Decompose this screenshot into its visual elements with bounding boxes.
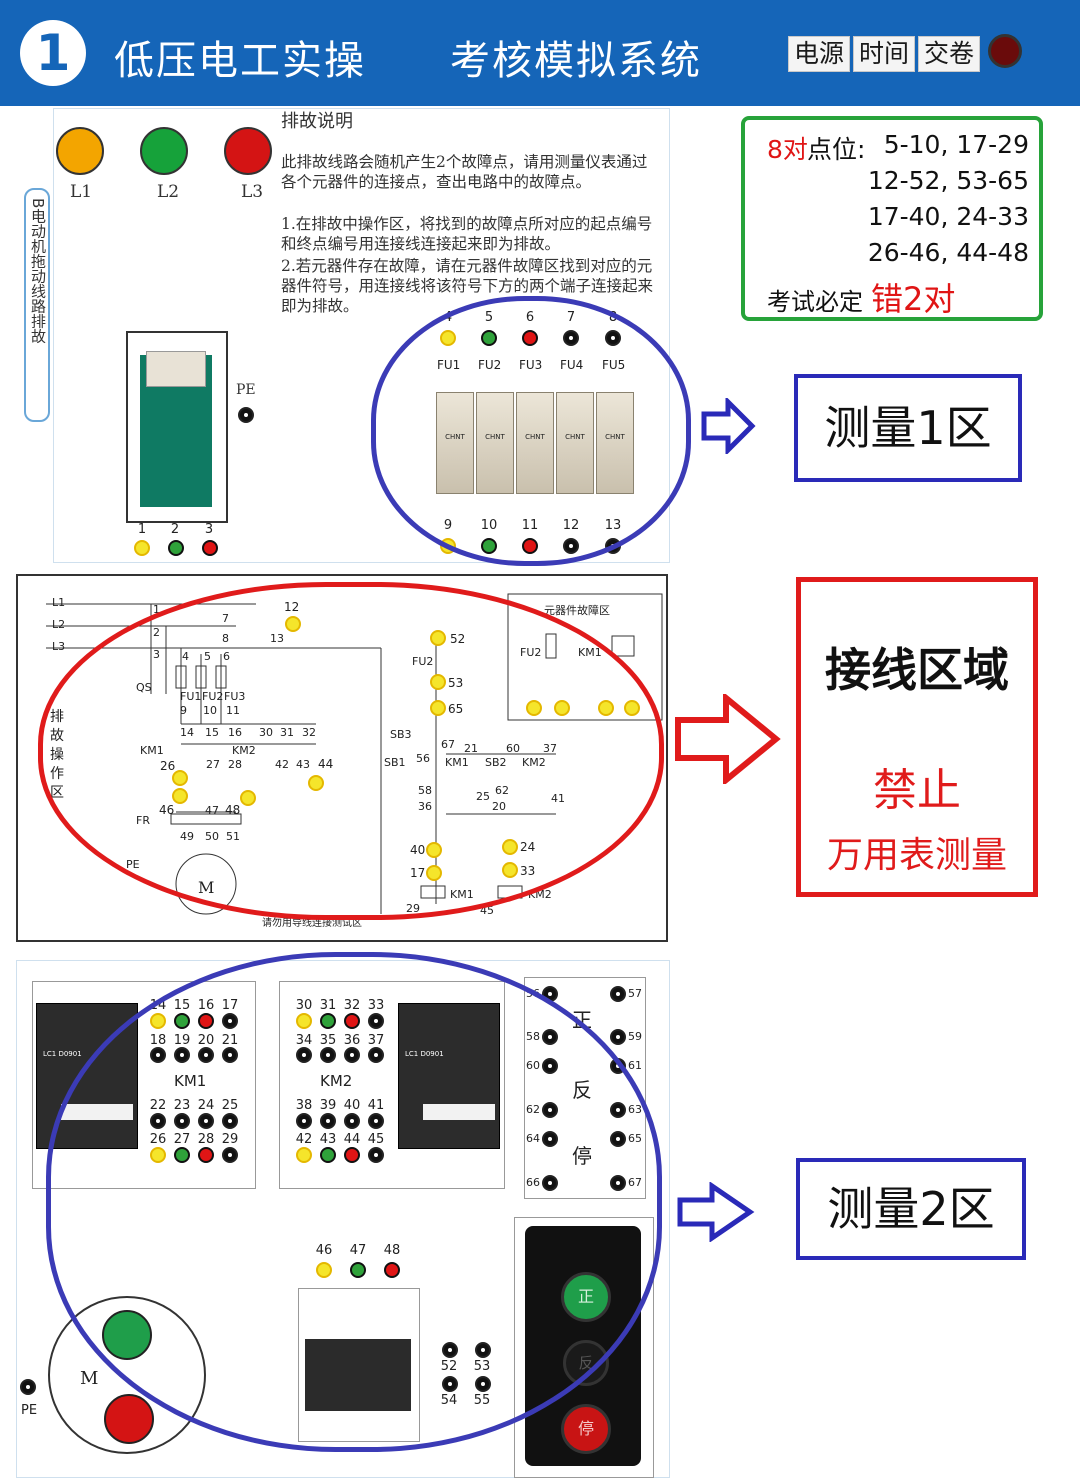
- fault-count: 8对: [767, 135, 808, 164]
- lamp-l1-icon: [56, 127, 104, 175]
- terminal-number: 59: [628, 1030, 642, 1043]
- main-breaker: [126, 331, 228, 523]
- lamp-l2-icon: [140, 127, 188, 175]
- arrow-right-icon: [677, 1182, 755, 1242]
- measure-zone-1-label: 测量1区: [794, 374, 1022, 482]
- motor-terminal-red[interactable]: [104, 1394, 154, 1444]
- wiring-zone-meter: 万用表测量: [826, 835, 1007, 876]
- app-subtitle: 考核模拟系统: [450, 38, 702, 84]
- motor-pe-terminal[interactable]: [20, 1379, 36, 1395]
- terminal-number: 44: [343, 1132, 361, 1147]
- side-tab[interactable]: B电动机拖动线路排故: [24, 188, 50, 422]
- terminal-number: 1: [137, 522, 147, 537]
- schematic-line-label: L2: [52, 618, 66, 631]
- title-bar: 1 低压电工实操 考核模拟系统 电源 时间 交卷: [0, 0, 1080, 106]
- terminal-number: 36: [343, 1033, 361, 1048]
- arrow-right-icon: [675, 694, 781, 784]
- terminal-number: 57: [628, 987, 642, 1000]
- power-button[interactable]: 电源: [788, 36, 850, 72]
- terminal-number: 32: [343, 998, 361, 1013]
- measure-zone-2-outline: [46, 952, 662, 1452]
- breaker-handle[interactable]: [146, 351, 206, 387]
- fault-pair-row: 5-10, 17-29: [883, 130, 1029, 159]
- app-title: 低压电工实操: [114, 38, 366, 84]
- fault-prefix: 点位:: [807, 135, 866, 164]
- schematic-line-label: L1: [52, 596, 66, 609]
- lamp-l3-label: L3: [241, 182, 264, 202]
- fault-zone-title: 元器件故障区: [544, 604, 610, 617]
- terminal-number: 6: [525, 310, 535, 325]
- terminal-40[interactable]: [344, 1113, 360, 1129]
- wiring-zone-forbid: 禁止: [873, 765, 961, 816]
- instructions-title: 排故说明: [281, 111, 353, 132]
- fault-pair-row: 12-52, 53-65: [867, 166, 1029, 195]
- fuse-label: FU3: [519, 358, 543, 372]
- timer-button[interactable]: 时间: [853, 36, 915, 72]
- submit-button[interactable]: 交卷: [918, 36, 980, 72]
- terminal-number: 40: [343, 1098, 361, 1113]
- instructions-para3: 2.若元器件存在故障，请在元器件故障区找到对应的元器件符号，用连接线将该符号下方…: [281, 257, 654, 315]
- terminal-3[interactable]: [202, 540, 218, 556]
- fault-footer-highlight: 错2对: [871, 280, 956, 318]
- terminal-number: 47: [349, 1243, 367, 1258]
- motor-label: M: [80, 1368, 99, 1389]
- pe-terminal[interactable]: [238, 407, 254, 423]
- terminal-57[interactable]: [610, 986, 626, 1002]
- lamp-l1-label: L1: [70, 182, 93, 202]
- schematic-footnote: 请勿用导线连接测试区: [262, 918, 362, 929]
- contactor-model: LC1 D0901: [43, 1050, 82, 1058]
- terminal-2[interactable]: [168, 540, 184, 556]
- terminal-32[interactable]: [344, 1013, 360, 1029]
- lamp-l3-icon: [224, 127, 272, 175]
- step-badge: 1: [20, 20, 86, 86]
- terminal-number: 3: [204, 522, 214, 537]
- fuse-brand: CHNT: [525, 433, 545, 441]
- arrow-right-icon: [701, 398, 756, 454]
- measure-zone-1-outline: [371, 296, 691, 566]
- wiring-zone-outline: [38, 582, 664, 920]
- side-tab-label: B电动机拖动线路排故: [29, 198, 47, 344]
- stop-button[interactable]: 停: [561, 1404, 611, 1454]
- record-indicator-icon[interactable]: [988, 34, 1022, 68]
- fault-points-box: 8对 点位: 5-10, 17-29 12-52, 53-65 17-40, 2…: [741, 116, 1043, 321]
- terminal-59[interactable]: [610, 1029, 626, 1045]
- instructions-para1: 此排故线路会随机产生2个故障点，请用测量仪表通过各个元器件的连接点，查出电路中的…: [281, 153, 648, 191]
- terminal-number: 11: [521, 518, 539, 533]
- schematic-line-label: L3: [52, 640, 66, 653]
- terminal-47[interactable]: [350, 1262, 366, 1278]
- terminal-number: 61: [628, 1059, 642, 1072]
- measure-zone-2-label: 测量2区: [796, 1158, 1026, 1260]
- wiring-zone-box: 接线区域 禁止 万用表测量: [796, 577, 1038, 897]
- fault-pair-row: 26-46, 44-48: [867, 238, 1029, 267]
- terminal-number: 2: [170, 522, 180, 537]
- lamp-l2-label: L2: [157, 182, 180, 202]
- fault-footer: 考试必定: [767, 288, 863, 316]
- terminal-36[interactable]: [344, 1047, 360, 1063]
- fault-pair-row: 17-40, 24-33: [867, 202, 1029, 231]
- terminal-44[interactable]: [344, 1147, 360, 1163]
- motor-pe-label: PE: [21, 1403, 38, 1418]
- instructions-para2: 1.在排故中操作区，将找到的故障点所对应的起点编号和终点编号用连接线连接起来即为…: [281, 215, 653, 253]
- terminal-1[interactable]: [134, 540, 150, 556]
- wiring-zone-title: 接线区域: [825, 643, 1009, 697]
- pe-label: PE: [236, 382, 256, 398]
- node-number: 1: [153, 603, 160, 616]
